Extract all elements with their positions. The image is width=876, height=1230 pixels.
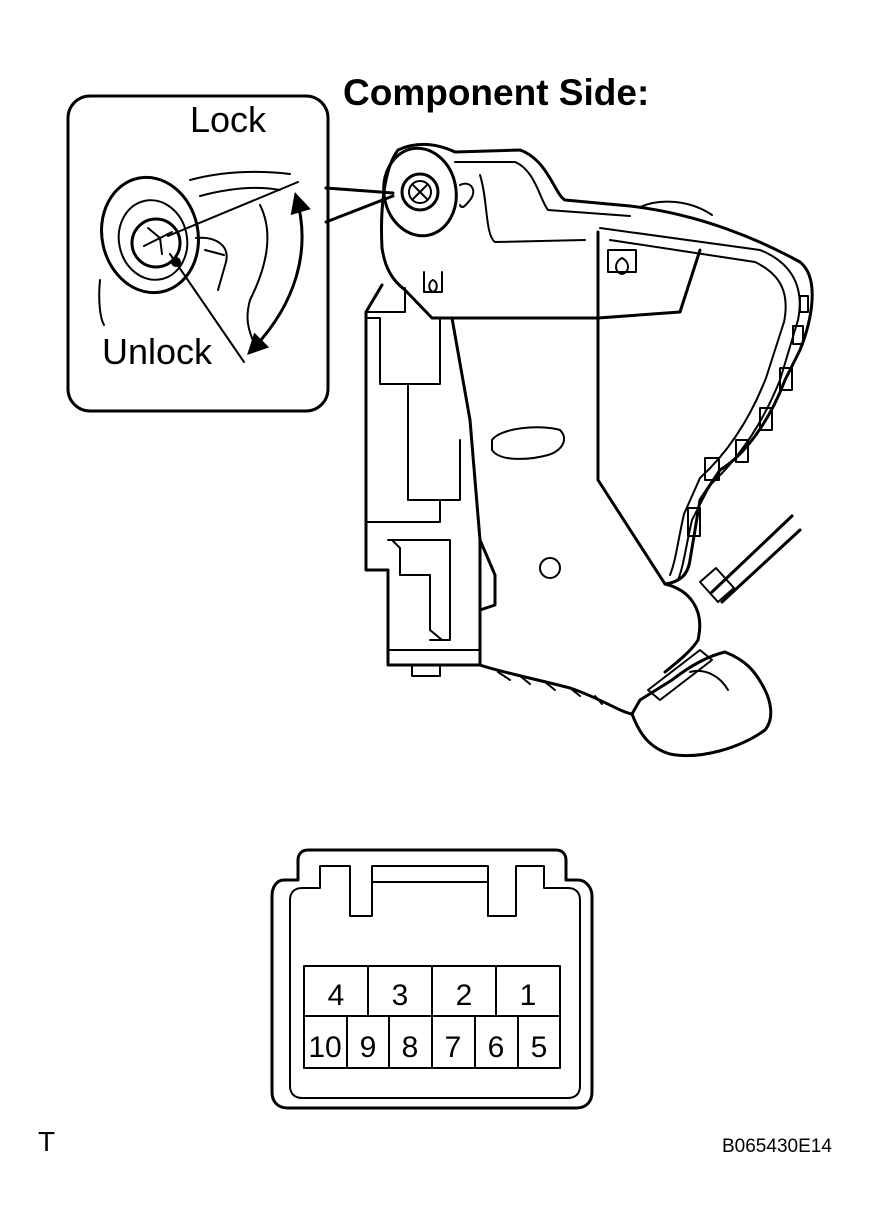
inset-detail (66, 94, 330, 413)
pin-label: 9 (360, 1031, 377, 1064)
pin-label: 2 (456, 979, 473, 1012)
pin-label: 8 (402, 1031, 419, 1064)
lock-label: Lock (190, 99, 267, 140)
diagram-title: Component Side: (343, 72, 650, 113)
pin-label: 4 (328, 979, 345, 1012)
lock-actuator-body (364, 142, 814, 758)
pin-label: 10 (308, 1031, 341, 1064)
pin-label: 5 (531, 1031, 548, 1064)
pin-label: 6 (488, 1031, 505, 1064)
pin-label: 3 (392, 979, 409, 1012)
figure-code: B065430E14 (722, 1136, 832, 1157)
connector-face: 4 3 2 1 10 9 8 7 6 5 (270, 848, 594, 1110)
corner-mark: T (38, 1126, 56, 1157)
pin-label: 7 (445, 1031, 462, 1064)
pin-label: 1 (520, 979, 537, 1012)
unlock-label: Unlock (102, 331, 213, 372)
